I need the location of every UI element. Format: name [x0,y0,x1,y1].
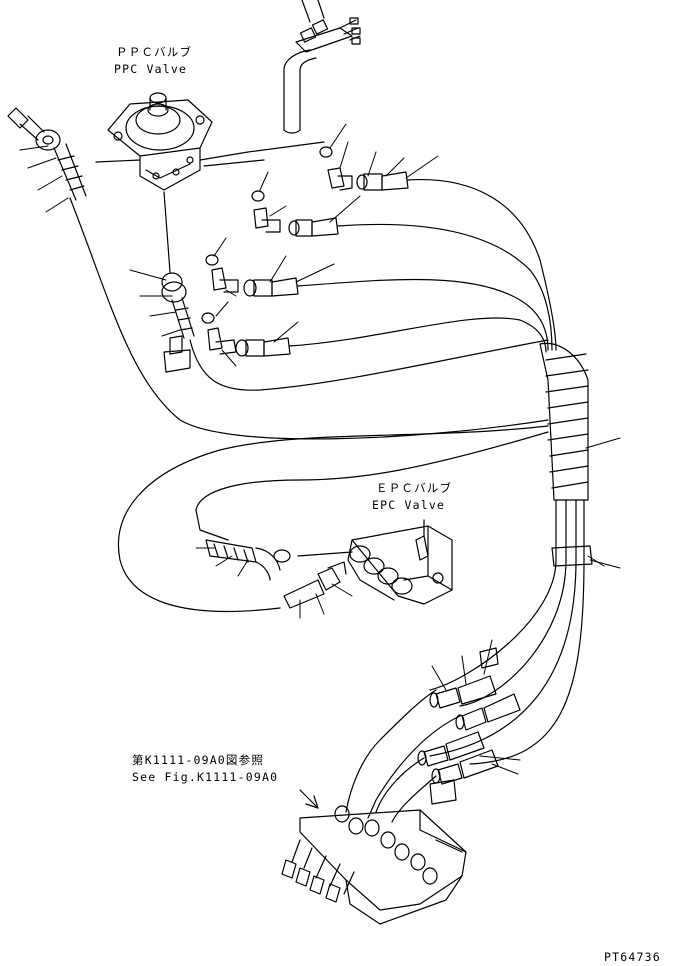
lower-fittings [345,647,521,823]
figure-reference-en: See Fig.K1111-09A0 [132,770,279,784]
left-banjo-fitting [7,107,549,440]
epc-valve-label-en: EPC Valve [372,498,446,512]
orings-elbows [201,146,353,355]
epc-valve [297,519,453,605]
control-valve-block [281,789,467,925]
hose-fittings [235,171,409,357]
figure-reference-jp: 第K1111-09A0図参照 [132,753,265,767]
leader-lines [19,123,621,775]
epc-loop-hose [118,425,549,613]
ppc-valve [95,92,325,191]
epc-valve-label-jp: ＥＰＣバルブ [376,481,453,495]
ppc-valve-label-en: PPC Valve [114,62,188,76]
epc-fittings [205,539,347,609]
ppc-valve-label-jp: ＰＰＣバルブ [116,45,193,59]
second-banjo-fitting [161,191,549,391]
hose-bundle [289,178,593,765]
part-number: PT64736 [604,950,661,964]
top-harness-connector [283,0,361,134]
